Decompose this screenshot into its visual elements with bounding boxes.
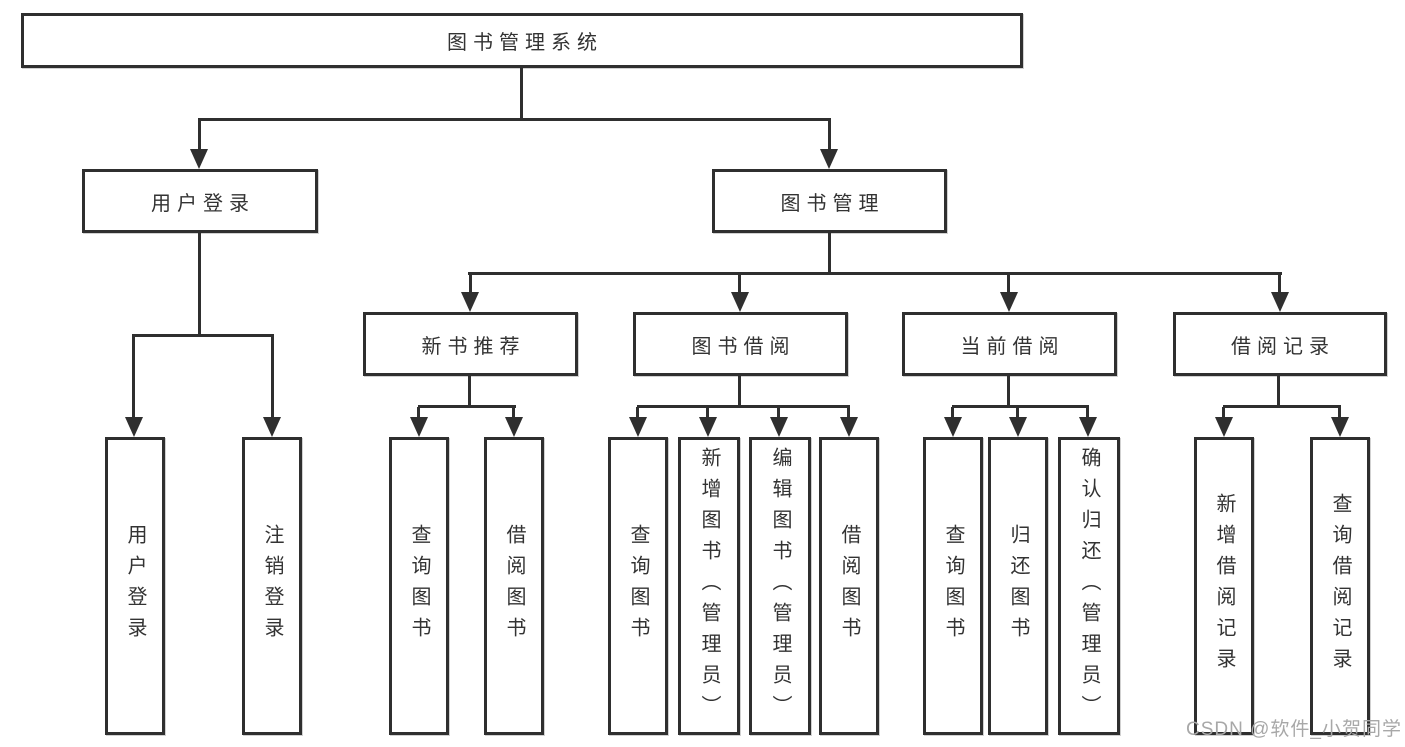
leaf-borrow-books-recommendation: 借阅图书 (484, 437, 544, 735)
connector-stem (198, 119, 201, 150)
node-user-login: 用户登录 (82, 169, 318, 233)
connector-stem (1222, 407, 1225, 418)
connector-stem (1278, 273, 1281, 293)
connector-stem (1338, 407, 1341, 418)
connector-stem (951, 407, 954, 418)
arrowhead-down-icon (1331, 417, 1349, 437)
connector-root-vline (520, 68, 523, 119)
connector-stem (132, 335, 135, 418)
arrowhead-down-icon (461, 292, 479, 312)
connector-root-hline (198, 118, 831, 121)
leaf-query-books-recommendation: 查询图书 (389, 437, 449, 735)
arrowhead-down-icon (840, 417, 858, 437)
arrowhead-down-icon (1271, 292, 1289, 312)
connector-stem (417, 407, 420, 418)
connector-stem (847, 407, 850, 418)
connector-borrowing-vline (738, 376, 741, 407)
arrowhead-down-icon (1215, 417, 1233, 437)
connector-stem (828, 119, 831, 150)
leaf-edit-books-admin: 编辑图书（管理员） (749, 437, 811, 735)
arrowhead-down-icon (1009, 417, 1027, 437)
connector-stem (777, 407, 780, 418)
node-library-management-system: 图书管理系统 (21, 13, 1023, 68)
arrowhead-down-icon (125, 417, 143, 437)
connector-book-management-hline (468, 272, 1282, 275)
connector-user-login-hline (132, 334, 274, 337)
node-book-management: 图书管理 (712, 169, 947, 233)
connector-stem (469, 273, 472, 293)
connector-stem (706, 407, 709, 418)
leaf-query-books-borrowing: 查询图书 (608, 437, 668, 735)
arrowhead-down-icon (190, 149, 208, 169)
arrowhead-down-icon (699, 417, 717, 437)
watermark: CSDN @软件_小贺同学 (1186, 719, 1402, 740)
arrowhead-down-icon (1079, 417, 1097, 437)
arrowhead-down-icon (944, 417, 962, 437)
connector-recommendation-hline (418, 405, 516, 408)
leaf-user-login: 用户登录 (105, 437, 165, 735)
leaf-query-borrow-record: 查询借阅记录 (1310, 437, 1370, 735)
connector-user-login-vline (198, 233, 201, 335)
arrowhead-down-icon (629, 417, 647, 437)
connector-current-hline (952, 405, 1089, 408)
leaf-query-books-current: 查询图书 (923, 437, 983, 735)
node-new-book-recommendation: 新书推荐 (363, 312, 578, 376)
connector-recommendation-vline (468, 376, 471, 407)
node-current-borrowing: 当前借阅 (902, 312, 1117, 376)
connector-records-vline (1277, 376, 1280, 407)
node-book-borrowing: 图书借阅 (633, 312, 848, 376)
connector-stem (271, 335, 274, 418)
connector-current-vline (1007, 376, 1010, 407)
connector-book-management-vline (828, 233, 831, 273)
leaf-return-books: 归还图书 (988, 437, 1048, 735)
connector-records-hline (1223, 405, 1341, 408)
connector-stem (1086, 407, 1089, 418)
arrowhead-down-icon (1000, 292, 1018, 312)
leaf-add-books-admin: 新增图书（管理员） (678, 437, 740, 735)
connector-stem (512, 407, 515, 418)
arrowhead-down-icon (731, 292, 749, 312)
arrowhead-down-icon (410, 417, 428, 437)
leaf-add-borrow-record: 新增借阅记录 (1194, 437, 1254, 735)
arrowhead-down-icon (820, 149, 838, 169)
node-borrowing-records: 借阅记录 (1173, 312, 1387, 376)
arrowhead-down-icon (263, 417, 281, 437)
leaf-confirm-return-admin: 确认归还（管理员） (1058, 437, 1120, 735)
arrowhead-down-icon (505, 417, 523, 437)
connector-stem (738, 273, 741, 293)
connector-stem (1007, 273, 1010, 293)
arrowhead-down-icon (770, 417, 788, 437)
connector-stem (1016, 407, 1019, 418)
leaf-borrow-books-borrowing: 借阅图书 (819, 437, 879, 735)
leaf-logout: 注销登录 (242, 437, 302, 735)
connector-borrowing-hline (637, 405, 850, 408)
connector-stem (636, 407, 639, 418)
